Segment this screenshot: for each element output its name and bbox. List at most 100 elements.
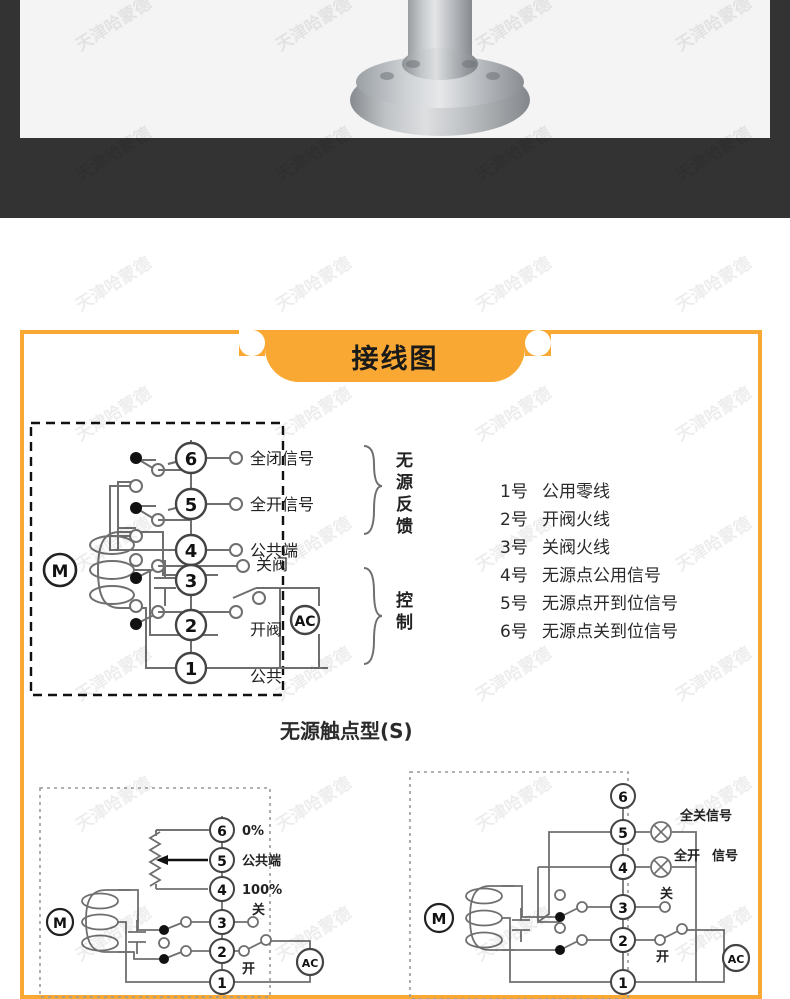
svg-text:5: 5 [185,495,198,516]
label-t2: 开阀 [250,620,282,639]
banner-notch-right [525,330,551,356]
svg-text:3: 3 [217,916,227,932]
legend-item: 4号无源点公用信号 [500,562,750,590]
flange-bolt-hole [486,72,500,80]
control-bracket [363,567,383,665]
terminal-3 [209,909,235,935]
ac-source-symbol: AC [295,947,325,977]
svg-text:4: 4 [185,541,198,562]
contact-open [554,922,566,934]
contact-filled [130,572,142,584]
contact-open [260,934,272,946]
contact-open [129,529,143,543]
legend-item: 6号无源点关到位信号 [500,618,750,646]
svg-text:AC: AC [728,953,745,966]
contact-open [676,923,688,935]
contact-open [180,916,192,928]
motor-symbol: M [42,552,78,588]
svg-text:3: 3 [618,901,628,917]
terminal-open-6 [229,451,243,465]
label-t3: 关阀 [256,555,288,574]
contact-open [252,591,266,605]
label-t2: 开 [656,950,669,965]
product-photo-band [0,0,790,218]
terminal-open-4 [229,543,243,557]
legend-number: 1号 [500,482,528,502]
enclosure-dashed-box [39,787,271,998]
contact-open [129,479,143,493]
terminal-1 [610,969,636,995]
svg-text:6: 6 [185,449,198,470]
terminal-6 [174,441,208,475]
legend-number: 6号 [500,622,528,642]
terminal-open-2 [229,605,243,619]
svg-text:馈: 馈 [396,516,413,537]
terminal-open-3 [236,559,250,573]
legend-desc: 公用零线 [542,482,610,502]
svg-text:M: M [432,910,447,928]
wiring-diagram-card [20,330,762,999]
section-banner: 接线图 [265,330,525,382]
contact-filled [555,945,565,955]
terminal-open-open [238,945,250,957]
contact-filled [555,912,565,922]
label-t5: 公共端 [242,853,281,869]
lamp-indicator-full-open [650,856,672,878]
motor-label: M [52,562,69,582]
contact-open [158,937,170,949]
legend-desc: 关阀火线 [542,538,610,558]
flange-bolt-hole [462,60,476,68]
svg-text:6: 6 [618,790,628,806]
terminal-6 [610,783,636,809]
product-photo [20,0,770,138]
legend-number: 5号 [500,594,528,614]
terminal-1 [174,651,208,685]
contact-open [180,945,192,957]
flange-bolt-hole [406,60,420,68]
svg-text:2: 2 [217,945,227,961]
bottom-right-wiring-diagram: M AC 6 5 4 3 2 1 全关信号 全开 信号 关 开 [409,771,751,999]
watermark: 天津哈蒙德 [272,253,356,316]
valve-neck [402,0,478,80]
label-t3: 关 [660,886,673,902]
label-t1: 公共 [250,667,282,686]
svg-text:5: 5 [217,854,227,870]
legend-item: 3号关阀火线 [500,534,750,562]
potentiometer-wiper [156,855,208,865]
banner-notch-left [239,330,265,356]
terminal-3 [174,563,208,597]
legend-desc: 无源点开到位信号 [542,594,678,614]
legend-number: 3号 [500,538,528,558]
label-t5: 全关信号 [679,808,732,824]
watermark: 天津哈蒙德 [472,253,556,316]
svg-text:制: 制 [396,612,413,633]
group-label-control-1: 控 [396,590,413,611]
valve-body-graphic [350,0,530,138]
terminal-legend: 1号公用零线 2号开阀火线 3号关阀火线 4号无源点公用信号 5号无源点开到位信… [500,478,750,646]
svg-text:2: 2 [185,616,198,637]
svg-text:3: 3 [185,571,198,592]
terminal-5 [209,847,235,873]
main-diagram-caption: 无源触点型(S) [280,719,413,743]
terminal-1 [209,969,235,995]
svg-text:反: 反 [396,495,413,515]
feedback-bracket [363,445,383,535]
terminal-2 [209,938,235,964]
contact-filled [130,452,142,464]
terminal-5 [610,819,636,845]
label-t3: 关 [252,902,265,918]
terminal-5 [174,487,208,521]
card-top-border-right [525,330,762,334]
ac-source-symbol: AC [289,604,321,636]
legend-number: 2号 [500,510,528,530]
terminal-open-close [659,901,671,913]
svg-text:源: 源 [396,472,413,493]
legend-desc: 无源点关到位信号 [542,622,678,642]
contact-open [129,599,143,613]
control-switch-contacts [129,553,191,630]
contact-open [576,901,588,913]
terminal-4 [610,854,636,880]
group-label-feedback-1: 无 [395,451,413,471]
contact-filled [130,502,142,514]
label-t4a: 全开 [673,848,700,864]
